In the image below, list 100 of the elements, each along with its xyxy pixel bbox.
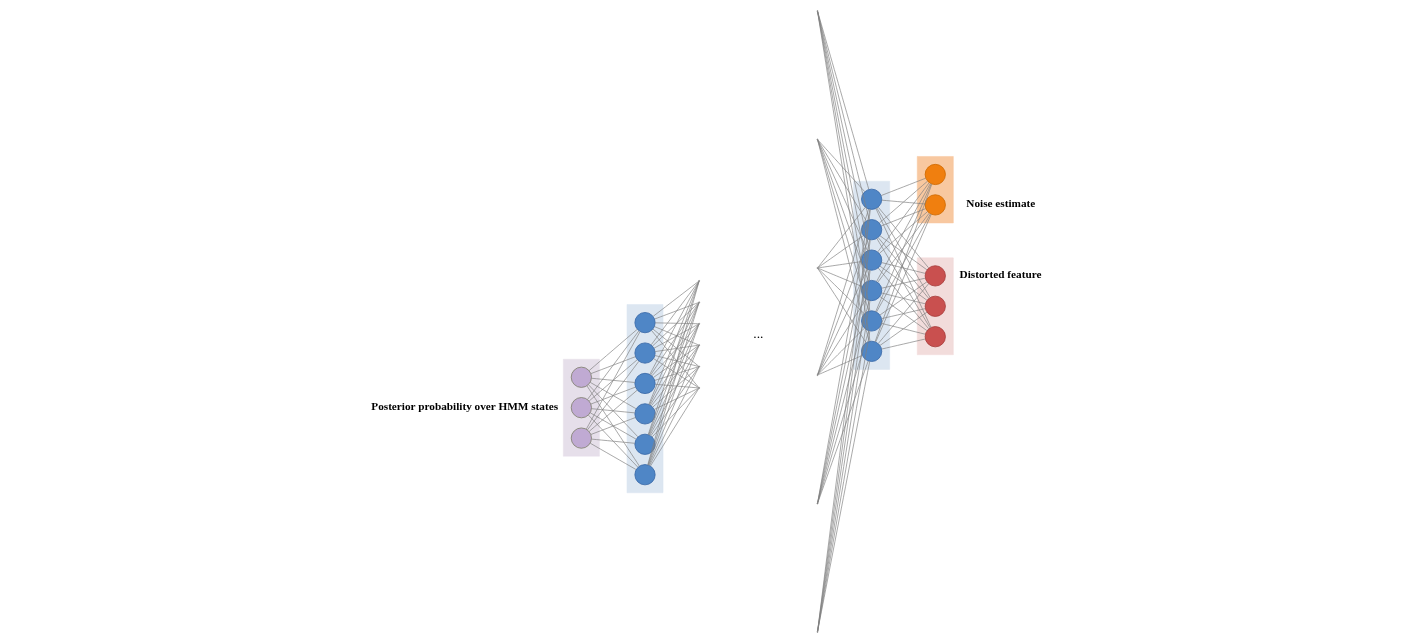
connector <box>817 235 864 268</box>
connector <box>880 292 926 305</box>
node-label: Posterior probability over HMM states <box>370 399 558 412</box>
connector <box>654 344 699 352</box>
connector <box>589 442 636 470</box>
connector <box>817 139 867 222</box>
connector <box>590 417 636 435</box>
connector <box>817 267 862 287</box>
node-point <box>697 280 700 282</box>
connector <box>877 237 929 299</box>
connector <box>817 139 865 192</box>
connector <box>649 388 699 467</box>
node-point <box>697 301 700 304</box>
node-circle <box>860 219 882 241</box>
connector <box>589 382 636 410</box>
connector <box>585 331 640 430</box>
connector <box>817 269 868 375</box>
connector <box>590 386 636 405</box>
node-circle <box>924 163 946 186</box>
cluster <box>562 358 600 457</box>
connector <box>880 308 926 319</box>
connector <box>817 206 866 268</box>
connector <box>651 366 699 408</box>
connector <box>590 356 636 374</box>
connector <box>816 139 868 282</box>
connector <box>880 338 926 350</box>
node-point <box>697 387 700 389</box>
connector <box>650 345 699 407</box>
connector <box>588 359 637 402</box>
connector <box>649 345 699 436</box>
connector <box>817 298 866 375</box>
node-circle <box>924 194 946 216</box>
node-circle <box>860 340 882 362</box>
connector <box>652 358 699 388</box>
connector <box>879 311 927 346</box>
node-label: Distorted feature <box>959 268 1041 281</box>
node-circle <box>570 427 592 449</box>
connector <box>654 355 699 367</box>
node-point <box>697 322 700 325</box>
connector <box>588 329 637 371</box>
connector <box>880 177 926 196</box>
connector <box>875 213 931 313</box>
connector <box>879 235 927 271</box>
cluster <box>916 257 954 355</box>
connector <box>651 388 699 438</box>
connector <box>650 281 699 346</box>
connector <box>586 330 639 400</box>
node-circle <box>633 433 656 455</box>
node-circle <box>633 342 656 364</box>
connector <box>586 360 639 431</box>
connector <box>880 323 926 335</box>
node-point <box>816 631 818 633</box>
node-label: Noise estimate <box>965 197 1035 210</box>
connector <box>654 383 699 389</box>
connector <box>876 182 929 253</box>
node-circle <box>860 279 882 302</box>
cluster <box>626 304 663 493</box>
node-point <box>816 374 818 376</box>
node-circle <box>924 265 946 287</box>
connector <box>876 212 929 283</box>
connector <box>880 208 926 227</box>
connector <box>648 345 699 466</box>
node-circle <box>633 312 656 334</box>
connector <box>874 183 932 342</box>
connector <box>649 302 699 376</box>
connector <box>651 302 699 347</box>
connector <box>874 213 932 343</box>
connector <box>653 388 699 410</box>
cluster <box>852 180 890 370</box>
connector <box>880 277 926 289</box>
connector <box>648 302 699 406</box>
connector <box>874 183 932 312</box>
node-circle <box>633 372 656 395</box>
connector <box>879 296 927 331</box>
connector <box>817 261 862 269</box>
node-point <box>697 365 700 368</box>
node-circle <box>924 295 946 317</box>
connector <box>652 345 699 378</box>
connector <box>878 180 928 224</box>
connector <box>876 238 930 329</box>
connector <box>590 438 635 444</box>
node-circle <box>860 310 882 332</box>
node-circle <box>633 403 656 425</box>
connector <box>877 206 929 269</box>
connector <box>876 207 930 298</box>
node-circle <box>570 397 592 419</box>
connector <box>587 414 638 468</box>
connector <box>648 324 699 436</box>
connector <box>816 208 869 375</box>
connector <box>654 366 699 381</box>
connector <box>650 330 699 388</box>
node-point <box>816 267 818 269</box>
node-point <box>816 502 818 505</box>
connector <box>817 268 865 315</box>
node-circle <box>633 464 656 486</box>
connector <box>590 377 635 383</box>
connector <box>652 281 699 317</box>
connector <box>587 384 638 438</box>
connector <box>652 328 699 367</box>
connector <box>875 208 931 328</box>
